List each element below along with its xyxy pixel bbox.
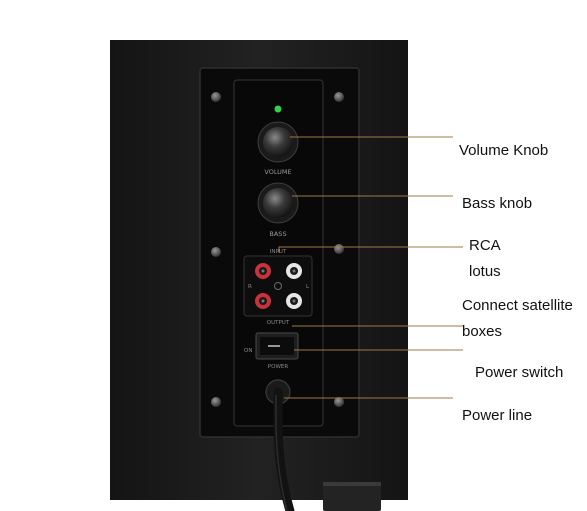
screw-icon	[211, 92, 221, 102]
callout-power-switch: Power switch	[475, 364, 564, 381]
right-channel-label: R	[248, 284, 252, 290]
callout-connect-satellite: Connect satellite	[462, 297, 573, 314]
screws	[211, 92, 344, 407]
screw-icon	[334, 92, 344, 102]
rca-input-jack-white[interactable]	[286, 263, 302, 279]
power-led-icon	[274, 105, 282, 113]
rca-output-jack-white[interactable]	[286, 293, 302, 309]
rca-output-jack-red[interactable]	[255, 293, 271, 309]
callout-bass-knob: Bass knob	[462, 195, 533, 212]
power-switch[interactable]	[255, 332, 299, 360]
callout-lotus: lotus	[469, 263, 501, 280]
volume-knob[interactable]	[257, 121, 299, 163]
output-label: OUTPUT	[267, 320, 290, 326]
leader-rca	[278, 246, 463, 253]
callout-power-line: Power line	[462, 407, 533, 424]
screw-icon	[334, 244, 344, 254]
speaker-foot	[323, 482, 381, 511]
volume-label: VOLUME	[264, 168, 291, 176]
leader-lines	[278, 136, 463, 399]
screw-icon	[334, 397, 344, 407]
callout-volume-knob: Volume Knob	[459, 142, 549, 159]
input-label: INPUT	[270, 249, 287, 255]
callout-rca: RCA	[469, 237, 501, 254]
on-label: ON	[244, 348, 252, 354]
rca-input-jack-red[interactable]	[255, 263, 271, 279]
bass-label: BASS	[269, 230, 286, 238]
jack-panel	[243, 255, 313, 317]
screw-icon	[211, 247, 221, 257]
screw-icon	[211, 397, 221, 407]
speaker-foot-edge	[323, 482, 381, 486]
callout-boxes: boxes	[462, 323, 503, 340]
power-label: POWER	[268, 364, 289, 370]
bass-knob[interactable]	[257, 182, 299, 224]
left-channel-label: L	[306, 284, 310, 290]
panel-emblem-icon	[274, 282, 282, 290]
